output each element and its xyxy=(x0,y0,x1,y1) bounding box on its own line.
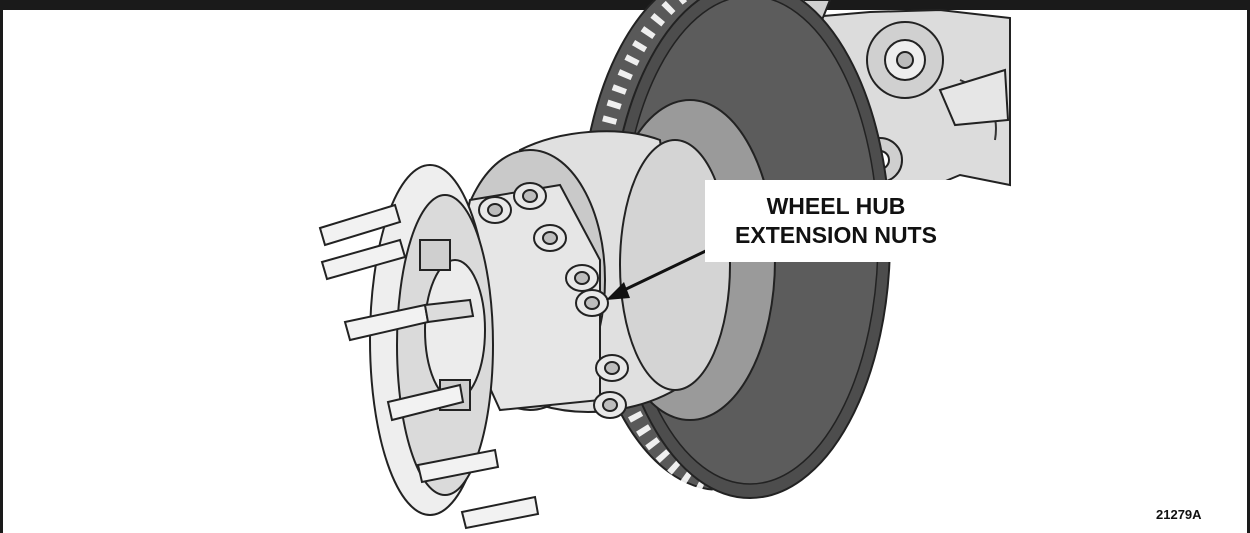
callout-label: WHEEL HUB EXTENSION NUTS xyxy=(705,180,967,262)
extension-nuts xyxy=(478,182,629,419)
wheel-studs xyxy=(318,203,540,530)
callout-leader-arrow xyxy=(606,246,713,300)
hub-extension xyxy=(369,164,601,516)
figure-id: 21279A xyxy=(1156,507,1202,522)
callout-line-2: EXTENSION NUTS xyxy=(735,222,937,248)
callout-line-1: WHEEL HUB xyxy=(766,193,906,219)
